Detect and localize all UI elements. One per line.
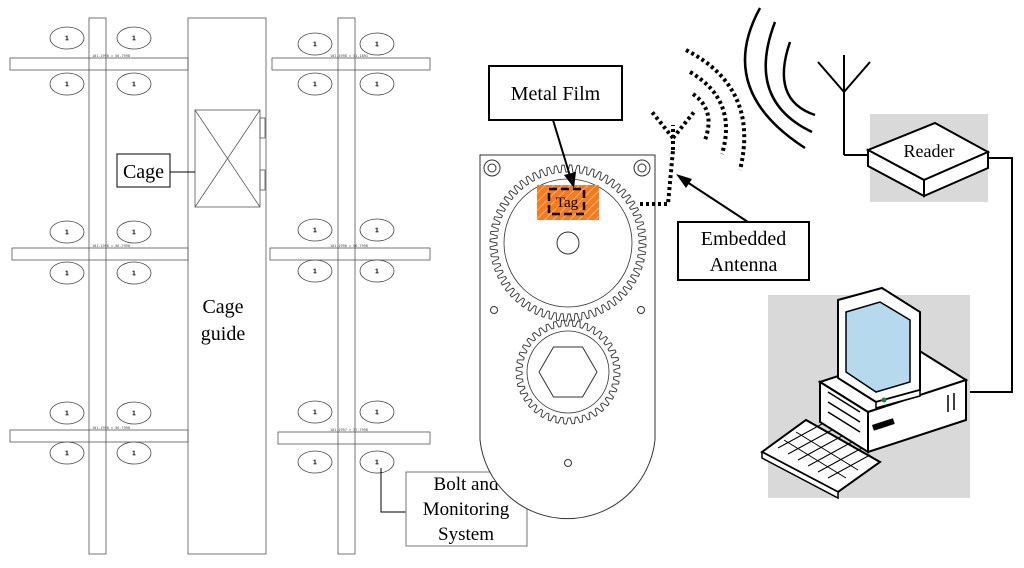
bolt-oval: [116, 26, 152, 50]
cage-label: Cage: [123, 161, 164, 183]
left-post: [88, 17, 107, 555]
hex-nut: [538, 346, 598, 398]
bolt-oval: [359, 450, 395, 474]
cage-guide-label: Cage guide: [201, 296, 246, 345]
bolt-markers: 1 1 1 1 1 1 1 1 1 1 1 1 1 1 1 1 1 1 1 1 1 1 1 1: [49, 26, 395, 474]
bolt-oval-label: 1: [375, 410, 378, 416]
bunton-left-2: [11, 247, 189, 261]
embedded-antenna-label-group: Embedded Antenna: [676, 174, 810, 281]
bolt-oval-label: 1: [313, 410, 316, 416]
shaft-structure: [9, 17, 431, 555]
cage-box: [194, 109, 261, 208]
bolt-oval: [359, 32, 395, 56]
bunton-left-3: [9, 429, 189, 443]
reader-wave-icon: [743, 7, 816, 150]
bolt-oval-label: 1: [313, 82, 316, 88]
bolt-oval-label: 1: [375, 228, 378, 234]
desktop-computer-icon: [760, 286, 970, 500]
bolt-oval-label: 1: [375, 460, 378, 466]
bolt-monitoring-label-group: Bolt and Monitoring System: [380, 468, 528, 547]
bolt-oval: [49, 261, 85, 285]
tag-label: Tag: [556, 195, 579, 211]
bolt-oval-label: 1: [132, 82, 135, 88]
bolt-oval-label: 1: [65, 82, 68, 88]
bolt-oval: [359, 72, 395, 96]
bolt-oval: [49, 26, 85, 50]
bunton-right-2: [269, 247, 431, 261]
radio-wave-icon: [685, 48, 747, 171]
bolt-oval: [49, 220, 85, 244]
bolt-oval: [116, 72, 152, 96]
bolt-oval: [116, 441, 152, 465]
metal-film-label-group: Metal Film: [488, 65, 623, 188]
bolt-oval: [359, 400, 395, 424]
bolt-oval: [49, 72, 85, 96]
bolt-oval-label: 1: [313, 228, 316, 234]
cage-guide-label-line2: guide: [201, 323, 246, 345]
bolt-oval: [297, 450, 333, 474]
cage-guide-rail: [187, 17, 267, 555]
cage-guide-label-line1: Cage: [202, 296, 243, 318]
bolt-oval-label: 1: [313, 269, 316, 275]
bolt-oval-label: 1: [65, 36, 68, 42]
svg-text:101.1998 × 56.7998: 101.1998 × 56.7998: [92, 426, 130, 430]
dimension-annotations: 101.1998 × 56.7998 101.1998 × 51.1891 10…: [92, 54, 368, 432]
bolt-oval: [297, 72, 333, 96]
bolt-oval: [49, 401, 85, 425]
embedded-antenna-label-line1: Embedded: [701, 228, 787, 250]
bolt-oval: [116, 401, 152, 425]
bolt-monitoring-label-line3: System: [438, 524, 494, 545]
svg-text:101.1998 × 56.7998: 101.1998 × 56.7998: [92, 54, 130, 58]
bolt-oval: [116, 220, 152, 244]
bolt-monitoring-label-line1: Bolt and: [434, 474, 499, 495]
gear-plate: [479, 154, 656, 520]
bolt-oval: [297, 400, 333, 424]
bunton-left-1: [9, 57, 189, 71]
svg-text:101.1998 × 51.1891: 101.1998 × 51.1891: [330, 54, 368, 58]
bolt-oval-label: 1: [65, 411, 68, 417]
bolt-oval-label: 1: [132, 230, 135, 236]
bolt-oval: [49, 441, 85, 465]
embedded-antenna-label-line2: Antenna: [710, 254, 778, 276]
rfid-tag: Tag: [537, 185, 599, 220]
bolt-monitoring-label-line2: Monitoring: [423, 499, 510, 520]
bolt-oval-label: 1: [132, 411, 135, 417]
bolt-oval-label: 1: [375, 82, 378, 88]
svg-text:101.1997 × 57.7998: 101.1997 × 57.7998: [330, 428, 368, 432]
reader-computer-cable: [966, 157, 1013, 393]
bolt-oval: [297, 32, 333, 56]
reader-label: Reader: [904, 141, 955, 161]
bolt-oval-label: 1: [375, 269, 378, 275]
bolt-oval-label: 1: [313, 42, 316, 48]
bolt-oval-label: 1: [65, 230, 68, 236]
bolt-oval-label: 1: [132, 271, 135, 277]
bunton-right-3: [277, 431, 431, 445]
bolt-oval-label: 1: [132, 451, 135, 457]
reader-antenna-icon: [817, 55, 871, 156]
bolt-oval: [116, 261, 152, 285]
bolt-oval: [359, 259, 395, 283]
bunton-right-1: [271, 57, 431, 71]
metal-film-label: Metal Film: [511, 83, 601, 105]
bolt-oval-label: 1: [132, 36, 135, 42]
bolt-oval-label: 1: [65, 451, 68, 457]
bolt-oval: [359, 218, 395, 242]
bolt-oval: [297, 218, 333, 242]
cage-label-group: Cage: [116, 153, 195, 188]
svg-text:101.1998 × 56.7998: 101.1998 × 56.7998: [92, 244, 130, 248]
bolt-oval-label: 1: [65, 271, 68, 277]
antenna-icon: [640, 110, 696, 206]
svg-text:101.1998 × 56.7998: 101.1998 × 56.7998: [330, 244, 368, 248]
bolt-oval: [297, 259, 333, 283]
bolt-oval-label: 1: [375, 42, 378, 48]
bolt-oval-label: 1: [313, 460, 316, 466]
reader-box-icon: Reader: [865, 114, 991, 202]
right-post: [337, 17, 356, 555]
